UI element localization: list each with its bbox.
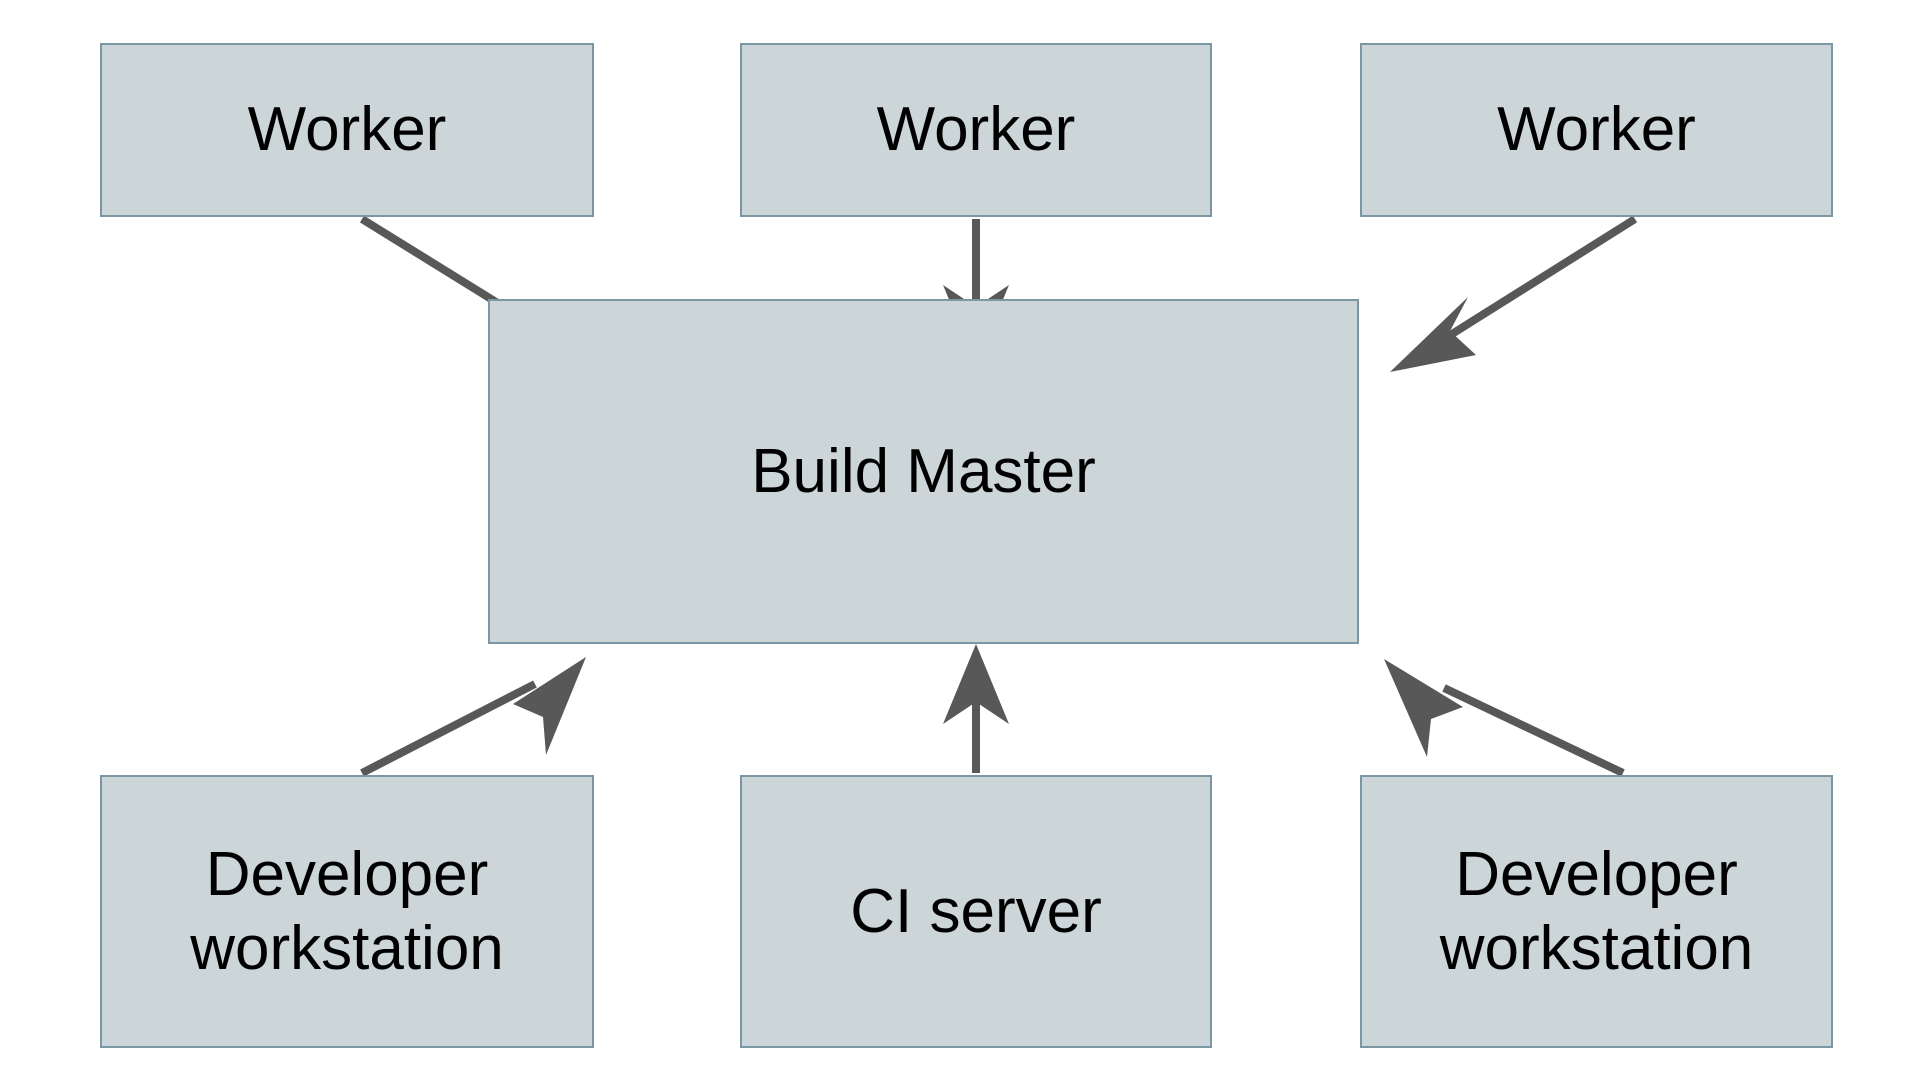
node-worker-2[interactable]: Worker — [740, 43, 1212, 217]
edge-ci-server-to-build-master — [943, 644, 1009, 773]
node-worker-1[interactable]: Worker — [100, 43, 594, 217]
node-worker-2-label: Worker — [876, 95, 1076, 165]
node-worker-3-label: Worker — [1497, 95, 1696, 165]
node-worker-3[interactable]: Worker — [1360, 43, 1833, 217]
edge-worker-3-to-build-master — [1390, 215, 1638, 372]
edge-dev-workstation-left-to-build-master — [360, 657, 586, 777]
node-dev-workstation-right-label: Developer workstation — [1439, 840, 1754, 983]
node-dev-workstation-left[interactable]: Developer workstation — [100, 775, 594, 1048]
node-dev-workstation-left-label: Developer workstation — [190, 840, 504, 983]
node-ci-server-label: CI server — [850, 876, 1102, 946]
node-build-master[interactable]: Build Master — [488, 299, 1359, 644]
node-worker-1-label: Worker — [247, 95, 447, 165]
node-ci-server[interactable]: CI server — [740, 775, 1212, 1048]
node-dev-workstation-right[interactable]: Developer workstation — [1360, 775, 1833, 1048]
edge-dev-workstation-right-to-build-master — [1384, 659, 1625, 777]
node-build-master-label: Build Master — [751, 436, 1096, 506]
